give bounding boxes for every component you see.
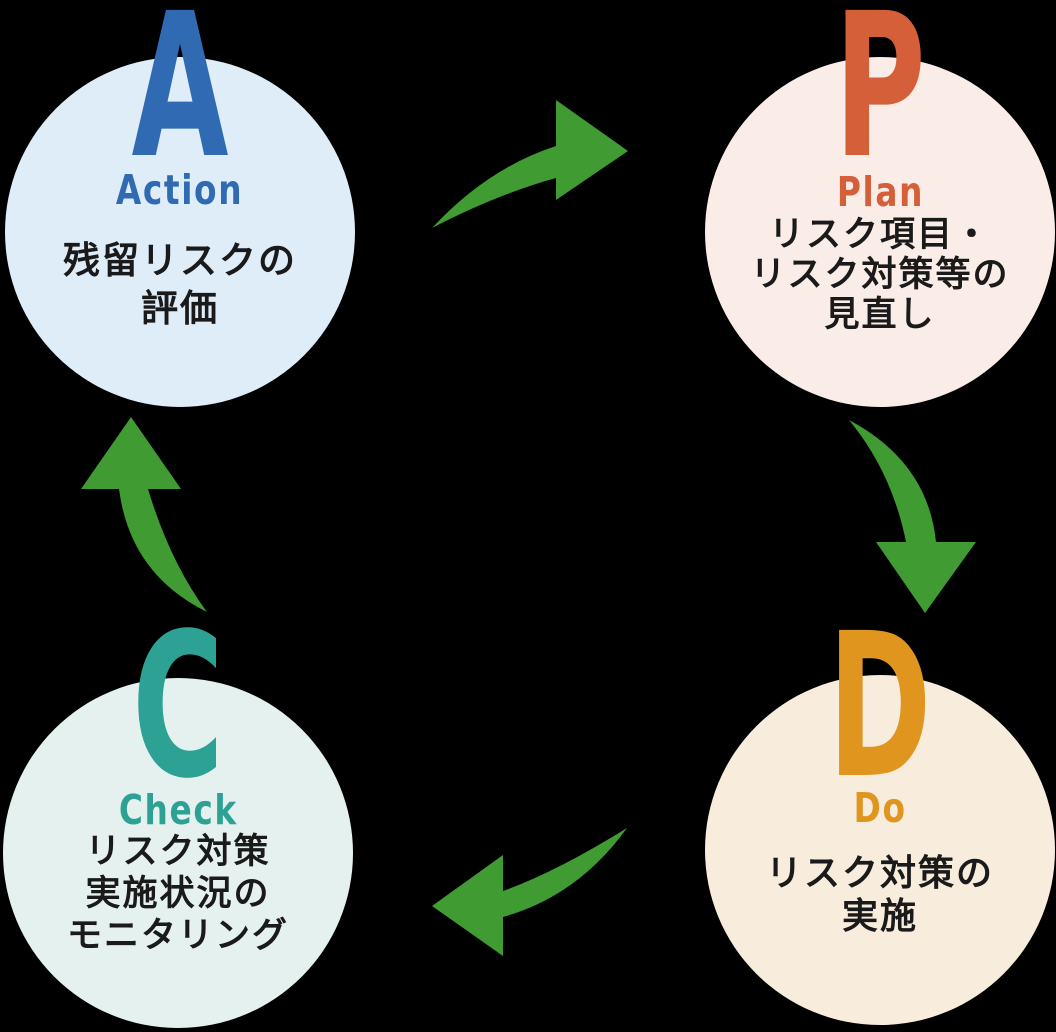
do-circle <box>705 675 1055 1025</box>
check-label-text: Check <box>118 786 238 834</box>
action-node: A Action 残留リスクの 評価 <box>5 0 355 407</box>
arrow-do-to-check-icon <box>432 828 627 956</box>
action-letter: A <box>5 0 355 186</box>
plan-circle <box>705 57 1055 407</box>
check-label: Check <box>3 790 353 831</box>
action-letter-glyph: A <box>131 0 229 202</box>
check-letter: C <box>3 607 353 806</box>
plan-description-line: リスク項目・ <box>768 215 991 255</box>
check-description-line: リスク対策 <box>85 832 271 872</box>
do-label-text: Do <box>853 784 907 832</box>
do-description-line: リスク対策の <box>765 853 994 894</box>
plan-description-line: 見直し <box>824 295 936 335</box>
action-description-line: 残留リスクの <box>63 239 297 282</box>
check-node: C Check リスク対策 実施状況の モニタリング <box>3 607 353 1028</box>
do-description: リスク対策の 実施 <box>685 852 1056 938</box>
check-description-line: モニタリング <box>66 916 289 956</box>
arrow-check-to-action-icon <box>81 417 207 612</box>
check-circle <box>3 678 353 1028</box>
check-description-line: 実施状況の <box>85 874 271 914</box>
plan-label: Plan <box>705 172 1055 213</box>
do-letter-glyph: D <box>827 590 933 822</box>
do-label: Do <box>705 788 1055 829</box>
action-description-line: 評価 <box>141 287 219 330</box>
plan-label-text: Plan <box>836 168 924 216</box>
plan-description-line: リスク対策等の <box>750 255 1010 295</box>
action-description: 残留リスクの 評価 <box>0 237 375 333</box>
plan-letter-glyph: P <box>834 0 926 202</box>
do-letter: D <box>705 607 1055 806</box>
action-label-text: Action <box>116 166 244 214</box>
check-letter-glyph: C <box>131 590 224 822</box>
plan-letter: P <box>705 0 1055 186</box>
action-circle <box>5 57 355 407</box>
arrow-action-to-plan-icon <box>432 100 628 228</box>
plan-description: リスク項目・ リスク対策等の 見直し <box>685 215 1056 335</box>
action-label: Action <box>5 170 355 211</box>
plan-node: P Plan リスク項目・ リスク対策等の 見直し <box>705 0 1055 407</box>
do-node: D Do リスク対策の 実施 <box>705 607 1055 1025</box>
do-description-line: 実施 <box>841 896 918 937</box>
arrow-plan-to-do-icon <box>849 420 976 613</box>
check-description: リスク対策 実施状況の モニタリング <box>0 831 373 957</box>
